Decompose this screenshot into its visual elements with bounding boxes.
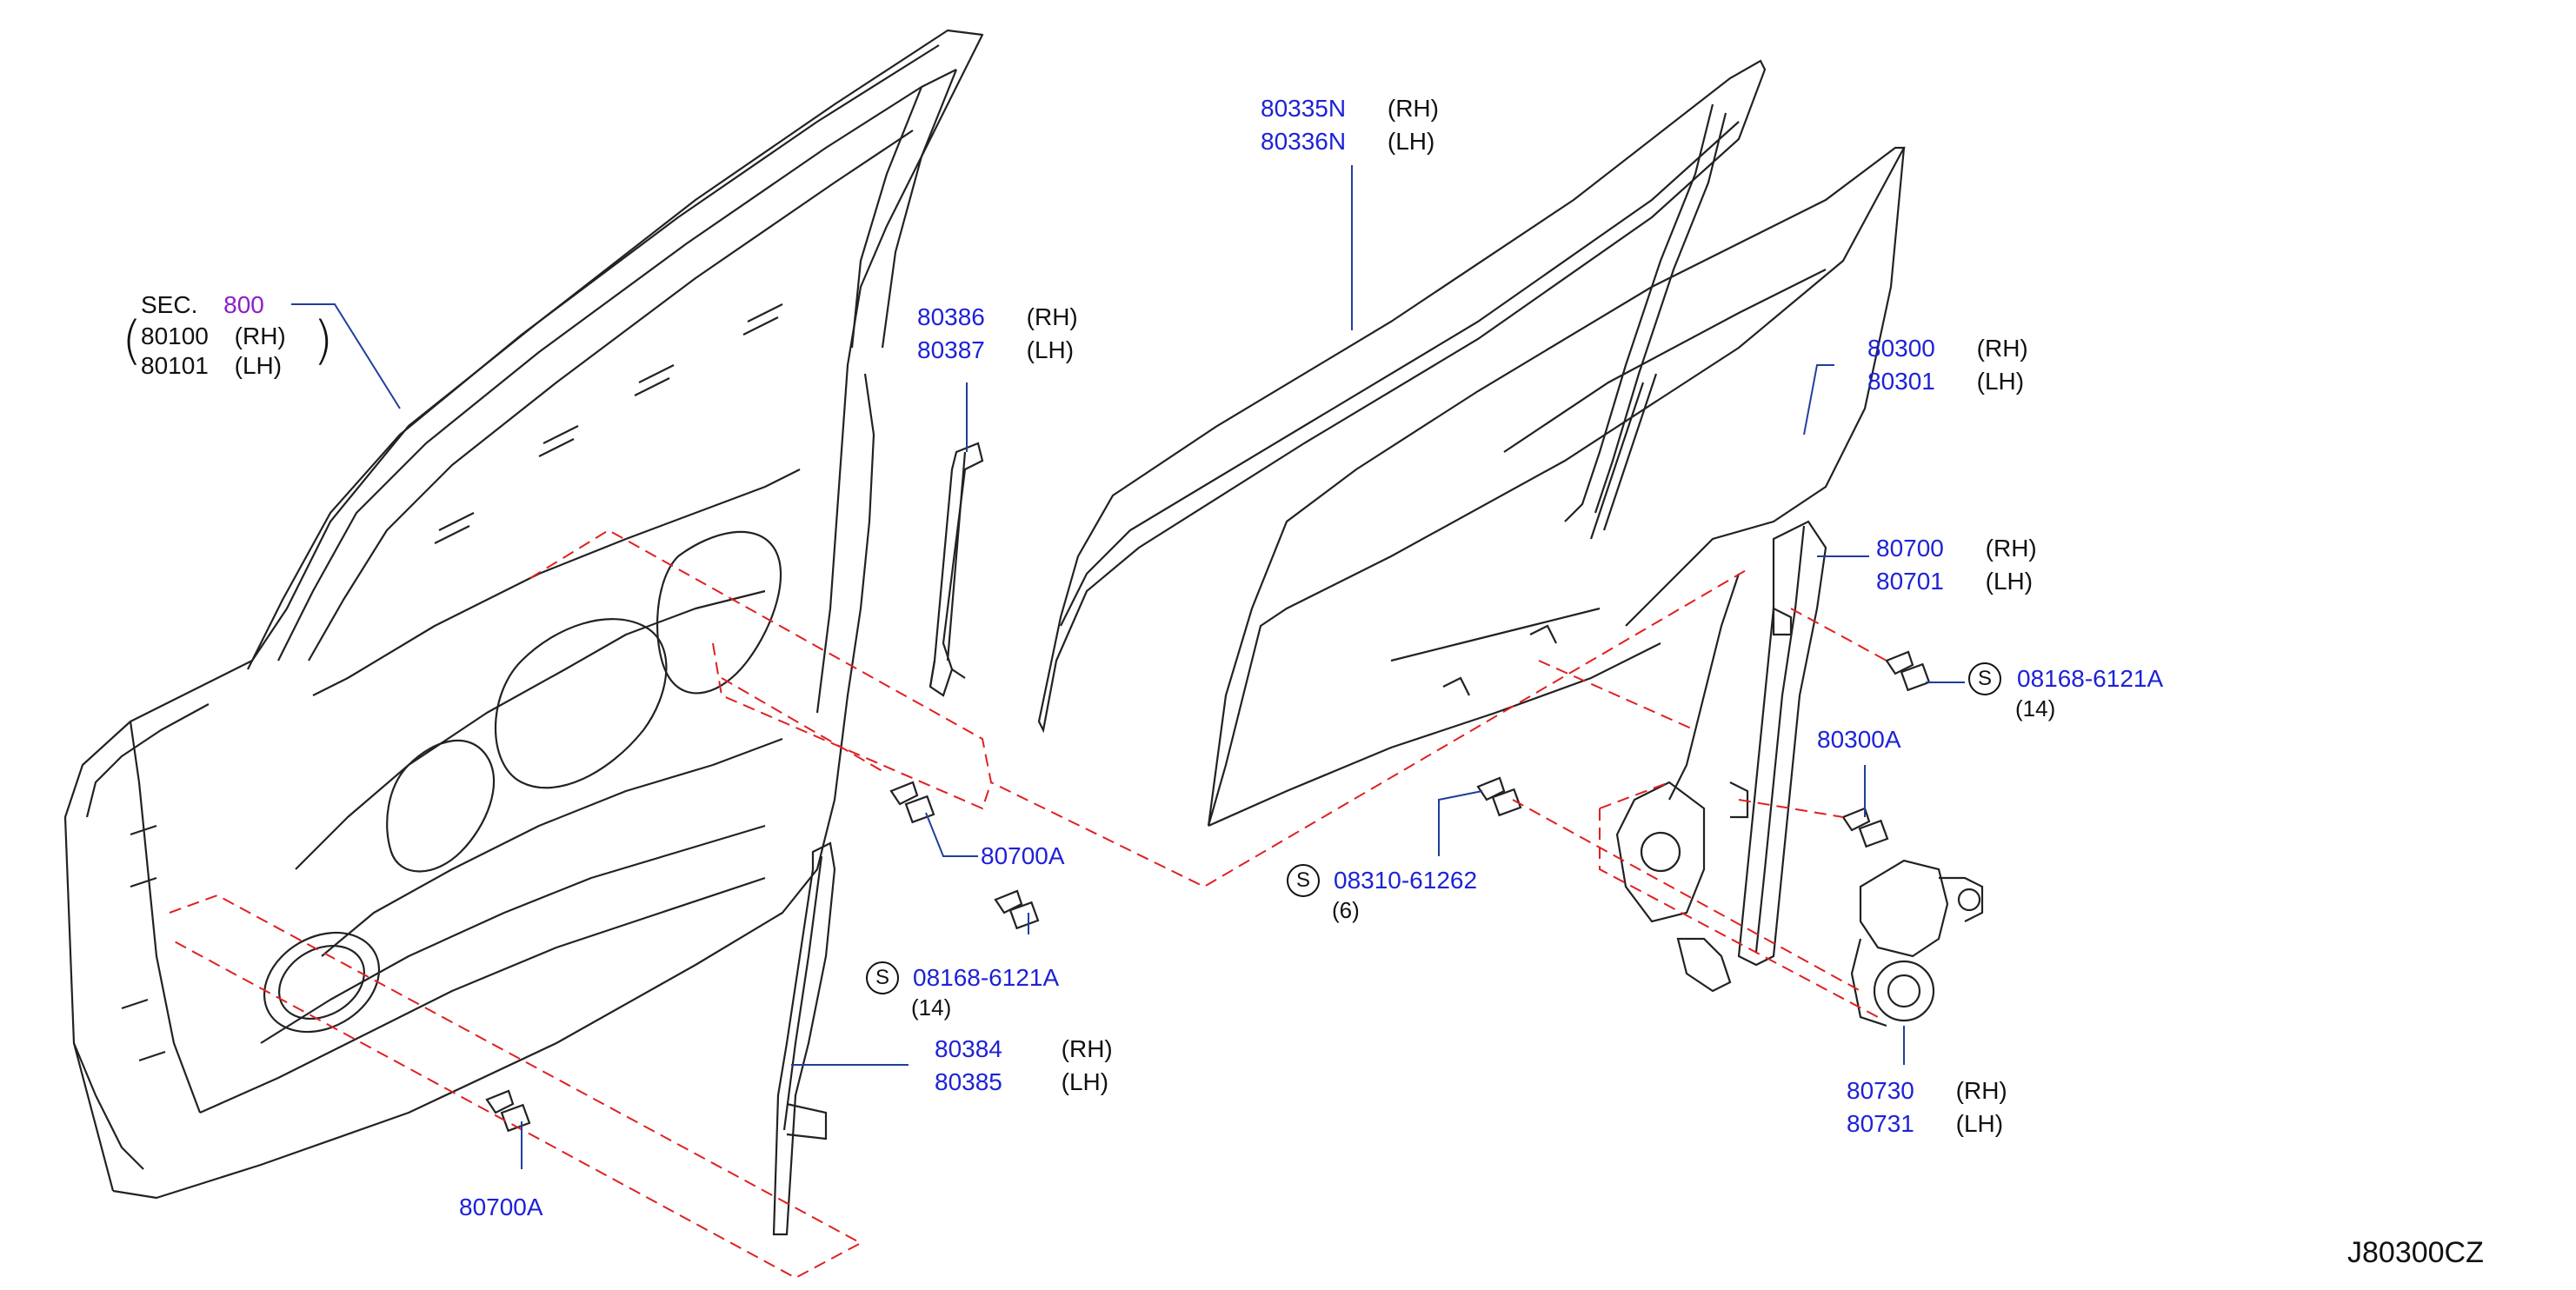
- callout-front-sash-lh: 80387 (LH): [917, 334, 1074, 367]
- door-panel-rh: 80100 (RH): [141, 320, 286, 353]
- door-panel-80100: [63, 29, 984, 1200]
- callout-rear-sash-lh: 80385 (LH): [935, 1066, 1108, 1099]
- side-label: (LH): [1955, 1110, 2004, 1137]
- door-panel-lh: 80101 (LH): [141, 349, 282, 382]
- callout-door-glass-lh: 80301 (LH): [1867, 365, 2024, 398]
- callout-motor-lh: 80731 (LH): [1847, 1107, 2003, 1140]
- side-label: (LH): [1026, 336, 1075, 363]
- part-number[interactable]: 80700A: [459, 1194, 543, 1220]
- part-number[interactable]: 08168-6121A: [2017, 665, 2164, 692]
- callout-regulator-rh: 80700 (RH): [1876, 532, 2037, 565]
- part-number: 80100: [141, 322, 209, 349]
- callout-bolt-glass: 80300A: [1817, 723, 1901, 756]
- leader-lines: [291, 165, 1965, 1169]
- s-mark-circle: S: [1968, 662, 2001, 695]
- front-sash-80386: [929, 442, 984, 697]
- callout-screw-center: 08168-6121A: [913, 961, 1059, 994]
- part-number[interactable]: 80335N: [1261, 95, 1347, 122]
- figure-code: J80300CZ: [2347, 1236, 2484, 1269]
- regulator-motor-80730: [1850, 859, 1984, 1027]
- part-number[interactable]: 08310-61262: [1334, 867, 1478, 894]
- part-number[interactable]: 80301: [1867, 368, 1935, 395]
- callout-glass-run-rh: 80335N (RH): [1261, 92, 1439, 125]
- glass-run-80335n: [1037, 59, 1767, 734]
- part-number[interactable]: 80386: [917, 303, 985, 330]
- side-label: (RH): [1026, 303, 1078, 330]
- callout-regulator-lh: 80701 (LH): [1876, 565, 2033, 598]
- side-label: (RH): [1955, 1077, 2007, 1104]
- callout-rear-sash-rh: 80384 (RH): [935, 1033, 1113, 1066]
- part-number[interactable]: 80701: [1876, 568, 1944, 595]
- callout-bolt-center: 80700A: [981, 840, 1065, 873]
- part-number[interactable]: 80384: [935, 1035, 1002, 1062]
- part-number[interactable]: 80385: [935, 1068, 1002, 1095]
- side-label: (LH): [234, 352, 283, 379]
- part-number[interactable]: 80700A: [981, 842, 1065, 869]
- door-glass-80300: [1207, 146, 1906, 828]
- section-label: SEC.: [141, 291, 198, 318]
- callout-glass-run-lh: 80336N (LH): [1261, 125, 1434, 158]
- reference-lines: [169, 529, 1887, 1280]
- callout-bolt-lower: 80700A: [459, 1191, 543, 1224]
- callout-screw-glass: 08310-61262: [1334, 864, 1477, 897]
- part-number[interactable]: 08168-6121A: [913, 964, 1060, 991]
- quantity-label: (6): [1332, 897, 1360, 923]
- side-label: (RH): [1061, 1035, 1113, 1062]
- side-label: (RH): [234, 322, 286, 349]
- callout-door-glass-rh: 80300 (RH): [1867, 332, 2028, 365]
- part-number: 80101: [141, 352, 209, 379]
- part-number[interactable]: 80300A: [1817, 726, 1901, 753]
- part-number[interactable]: 80387: [917, 336, 985, 363]
- side-label: (LH): [1976, 368, 2025, 395]
- side-label: (RH): [1387, 95, 1439, 122]
- part-number[interactable]: 80336N: [1261, 128, 1347, 155]
- part-number[interactable]: 80730: [1847, 1077, 1914, 1104]
- callout-motor-rh: 80730 (RH): [1847, 1074, 2007, 1107]
- callout-door-panel: SEC. 800: [141, 289, 264, 322]
- fasteners: [485, 650, 1931, 1133]
- part-number[interactable]: 80700: [1876, 535, 1944, 562]
- rear-sash-80384: [772, 841, 836, 1236]
- quantity-label: (14): [911, 994, 952, 1021]
- part-number[interactable]: 80731: [1847, 1110, 1914, 1137]
- right-paren: ): [313, 310, 334, 371]
- section-number[interactable]: 800: [223, 291, 264, 318]
- side-label: (LH): [1387, 128, 1435, 155]
- window-regulator-80700: [1615, 520, 1827, 993]
- side-label: (RH): [1976, 335, 2028, 362]
- left-paren: (: [122, 310, 143, 371]
- callout-front-sash-rh: 80386 (RH): [917, 301, 1078, 334]
- side-label: (LH): [1061, 1068, 1109, 1095]
- s-mark-circle: S: [866, 961, 899, 994]
- s-mark-circle: S: [1287, 864, 1320, 897]
- part-number[interactable]: 80300: [1867, 335, 1935, 362]
- quantity-label: (14): [2015, 695, 2056, 721]
- side-label: (RH): [1985, 535, 2037, 562]
- side-label: (LH): [1985, 568, 2034, 595]
- callout-bolt-regulator: 08168-6121A: [2017, 662, 2163, 695]
